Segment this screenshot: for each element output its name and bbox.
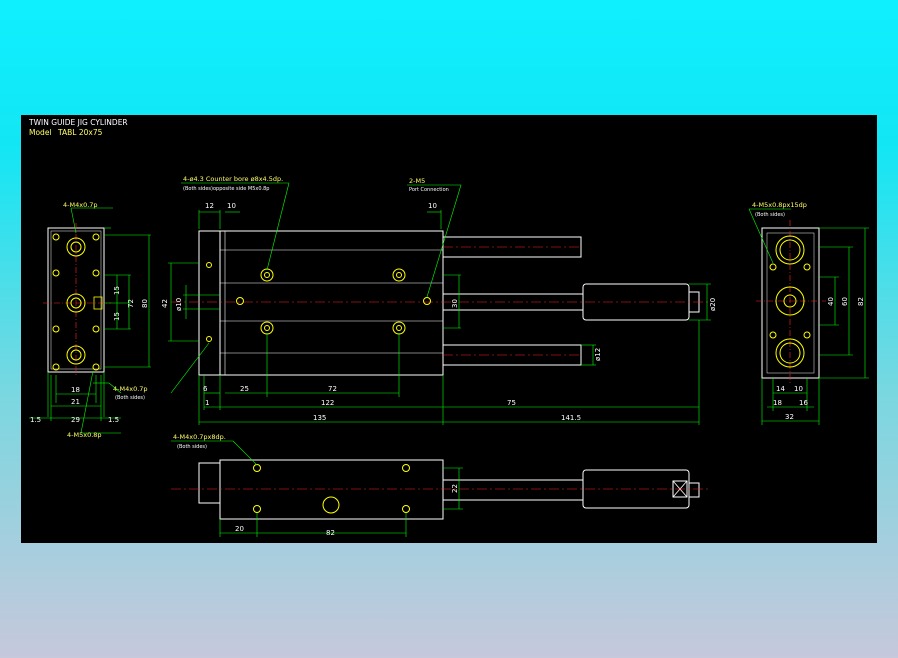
bottom-end-plate	[198, 462, 221, 504]
right-bore-top	[775, 235, 805, 265]
left-tap-hole	[52, 233, 60, 241]
bottom-center-hole	[322, 496, 340, 514]
left-dim-18: 18	[71, 386, 80, 394]
bottom-dim-20: 20	[235, 525, 244, 533]
front-dim-75: 75	[507, 399, 516, 407]
front-dim-135: 135	[313, 414, 326, 422]
front-dim-30: 30	[451, 299, 459, 308]
left-dim-1-5a: 1.5	[30, 416, 41, 424]
right-end-view: 4-M5x0.8px15dp (Both sides) 40 60 82 14 …	[748, 201, 869, 425]
front-dim-141-5: 141.5	[561, 414, 581, 422]
bottom-dim-22: 22	[451, 484, 459, 493]
front-body	[219, 230, 444, 376]
front-port-hole	[423, 297, 431, 305]
front-dim-122: 122	[321, 399, 334, 407]
front-callout-counterbore-sub: (Both sides)opposite side M5x0.8p	[183, 186, 269, 192]
front-dim-phi10: ø10	[175, 298, 183, 311]
right-dim-32: 32	[785, 413, 794, 421]
right-callout-sub: (Both sides)	[755, 212, 785, 218]
front-callout-port-sub: Port Connection	[409, 187, 449, 193]
model-label: Model	[29, 128, 52, 137]
front-dim-6: 6	[203, 385, 208, 393]
front-end-plate	[198, 230, 221, 376]
right-bore-mid	[775, 286, 805, 316]
front-dim-1: 1	[205, 399, 209, 407]
front-dim-10a: 10	[227, 202, 236, 210]
right-bore-bottom	[775, 338, 805, 368]
right-dim-16: 16	[799, 399, 808, 407]
front-dim-25: 25	[240, 385, 249, 393]
left-callout-bottom: 4-M5x0.8p	[67, 431, 102, 439]
left-dim-21: 21	[71, 398, 80, 406]
right-dim-82: 82	[857, 297, 865, 306]
bottom-piston-rod	[442, 479, 584, 501]
right-dim-40: 40	[827, 297, 835, 306]
front-callout-counterbore: 4-ø4.3 Counter bore ø8x4.5dp.	[183, 175, 283, 183]
right-dim-14: 14	[776, 385, 785, 393]
model-value: TABL 20x75	[57, 128, 103, 137]
front-dim-10b: 10	[428, 202, 437, 210]
right-end-block	[761, 227, 820, 379]
left-dim-29: 29	[71, 416, 80, 424]
cad-drawing-sheet: TWIN GUIDE JIG CYLINDER Model TABL 20x75	[21, 115, 877, 543]
cad-drawing: TWIN GUIDE JIG CYLINDER Model TABL 20x75	[28, 118, 869, 537]
front-dim-72: 72	[328, 385, 337, 393]
left-rod-hole-bottom	[66, 345, 86, 365]
front-dim-42: 42	[161, 299, 169, 308]
bottom-callout-sub: (Both sides)	[177, 444, 207, 450]
right-dim-10: 10	[794, 385, 803, 393]
drawing-title: TWIN GUIDE JIG CYLINDER	[28, 118, 128, 127]
front-view: 4-ø4.3 Counter bore ø8x4.5dp. (Both side…	[161, 175, 717, 425]
left-end-view: 4-M4x0.7p 4-M4x0.7p (Both sides) 4-M5x0.…	[29, 201, 151, 439]
bottom-dim-82: 82	[326, 529, 335, 537]
left-dim-15a: 15	[113, 286, 121, 295]
left-callout-top: 4-M4x0.7p	[63, 201, 98, 209]
front-dim-12: 12	[205, 202, 214, 210]
left-callout-mid-sub: (Both sides)	[115, 395, 145, 401]
right-dim-60: 60	[841, 297, 849, 306]
left-dim-1-5b: 1.5	[108, 416, 119, 424]
left-rod-hole-mid	[66, 293, 86, 313]
left-rod-hole-top	[66, 237, 86, 257]
front-dim-phi12: ø12	[594, 348, 602, 361]
left-dim-80: 80	[141, 299, 149, 308]
right-callout: 4-M5x0.8px15dp	[752, 201, 807, 209]
front-dim-phi20: ø20	[709, 298, 717, 311]
bottom-callout: 4-M4x0.7px8dp.	[173, 433, 226, 441]
left-dim-15b: 15	[113, 312, 121, 321]
left-callout-mid: 4-M4x0.7p	[113, 385, 148, 393]
bottom-view: 4-M4x0.7px8dp. (Both sides) 22 20 82	[171, 433, 711, 537]
right-dim-18: 18	[773, 399, 782, 407]
front-callout-port: 2-M5	[409, 177, 425, 185]
front-counterbore-hole	[260, 268, 274, 282]
left-dim-72: 72	[127, 299, 135, 308]
